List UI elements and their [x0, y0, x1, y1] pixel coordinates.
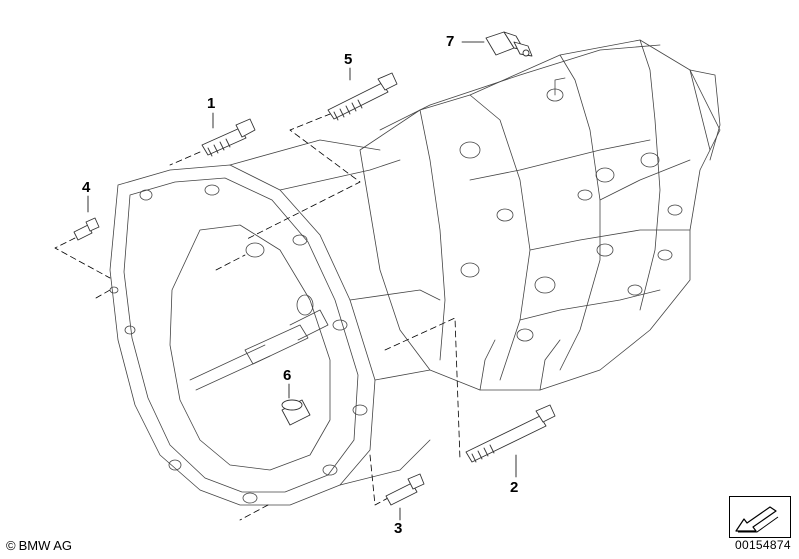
callout-7: 7: [446, 33, 455, 50]
leader-lines: [54, 109, 461, 521]
callout-5: 5: [344, 51, 353, 68]
callout-leaders: [87, 41, 517, 521]
copyright-symbol: ©: [6, 538, 16, 553]
bolt-part-2: [465, 404, 556, 463]
bolt-part-1: [201, 118, 256, 157]
copyright-text: BMW AG: [18, 538, 73, 553]
navigation-arrow-box[interactable]: [729, 496, 791, 538]
bolt-part-3: [385, 473, 425, 506]
bolt-part-5: [327, 72, 398, 121]
callout-2: 2: [510, 479, 519, 496]
callout-6: 6: [283, 367, 292, 384]
bolt-part-4: [73, 217, 100, 241]
callout-3: 3: [394, 520, 403, 537]
callout-4: 4: [82, 179, 91, 196]
copyright-notice: © BMW AG: [6, 538, 72, 553]
bell-housing: [109, 139, 441, 506]
gearbox-housing: [359, 39, 721, 391]
sleeve-part-6: [281, 399, 311, 426]
sensor-part-7: [485, 31, 533, 57]
arrow-down-left-icon: [735, 506, 779, 533]
document-number: 00154874: [735, 538, 791, 552]
callout-1: 1: [207, 95, 216, 112]
